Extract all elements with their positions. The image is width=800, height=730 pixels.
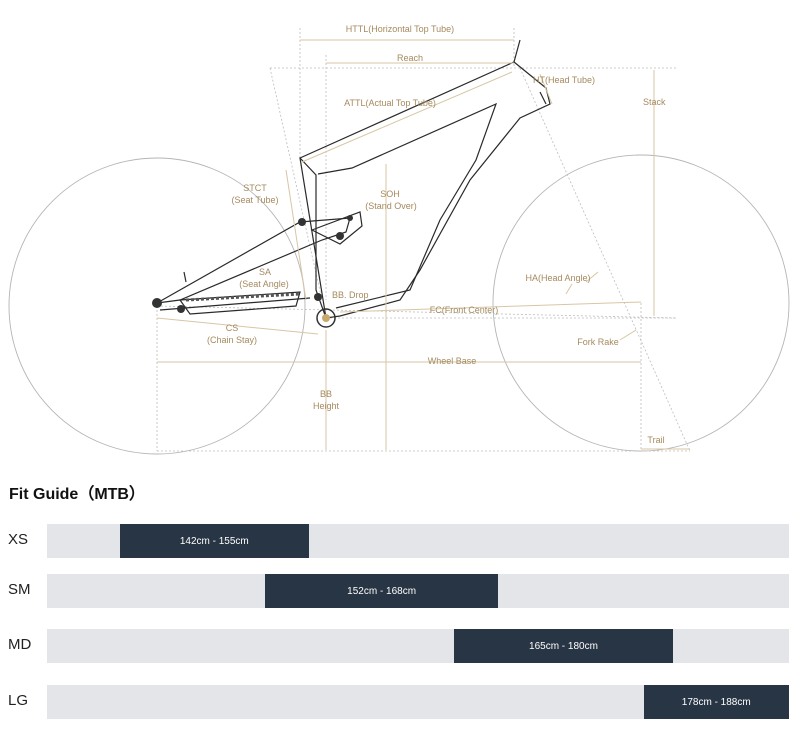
size-label: MD (8, 636, 32, 653)
size-row-xs: XS 142cm - 155cm (0, 524, 800, 558)
size-label: SM (8, 581, 31, 598)
bb-drop-label: BB. Drop (332, 290, 369, 300)
stct-sub-label: (Seat Tube) (231, 195, 278, 205)
size-label: LG (8, 692, 29, 709)
bb-height-sub-label: Height (313, 401, 340, 411)
soh-sub-label: (Stand Over) (365, 201, 417, 211)
cs-sub-label: (Chain Stay) (207, 335, 257, 345)
sa-label: SA (259, 267, 271, 277)
size-row-sm: SM 152cm - 168cm (0, 574, 800, 608)
attl-label: ATTL(Actual Top Tube) (344, 98, 436, 108)
height-range-track: 165cm - 180cm (47, 629, 789, 663)
size-row-lg: LG 178cm - 188cm (0, 685, 800, 719)
height-range-track: 142cm - 155cm (47, 524, 789, 558)
size-row-md: MD 165cm - 180cm (0, 629, 800, 663)
dimension-lines (156, 39, 690, 450)
height-range-bar: 142cm - 155cm (119, 524, 309, 558)
reach-label: Reach (397, 53, 423, 63)
ht-label: HT(Head Tube) (533, 75, 595, 85)
trail-label: Trail (647, 435, 664, 445)
httl-label: HTTL(Horizontal Top Tube) (346, 24, 454, 34)
rear-wheel (8, 157, 306, 455)
cs-label: CS (226, 323, 239, 333)
stct-label: STCT (243, 183, 267, 193)
sa-sub-label: (Seat Angle) (239, 279, 289, 289)
height-range-track: 178cm - 188cm (47, 685, 789, 719)
size-label: XS (8, 531, 29, 548)
stack-label: Stack (643, 97, 666, 107)
bike-frame (152, 39, 551, 328)
fit-guide-title: Fit Guide（MTB） (9, 486, 145, 503)
bike-geometry-diagram: HTTL(Horizontal Top Tube) Reach HT(Head … (8, 24, 790, 455)
wheel-base-label: Wheel Base (428, 356, 477, 366)
height-range-bar: 165cm - 180cm (454, 629, 673, 663)
fc-label: FC(Front Center) (430, 305, 499, 315)
height-range-bar: 178cm - 188cm (643, 685, 789, 719)
fork-rake-label: Fork Rake (577, 337, 619, 347)
height-range-bar: 152cm - 168cm (265, 574, 499, 608)
soh-label: SOH (380, 189, 400, 199)
height-range-track: 152cm - 168cm (47, 574, 789, 608)
ha-label: HA(Head Angle) (525, 273, 590, 283)
reference-lines (156, 28, 691, 452)
bb-height-label: BB (320, 389, 332, 399)
